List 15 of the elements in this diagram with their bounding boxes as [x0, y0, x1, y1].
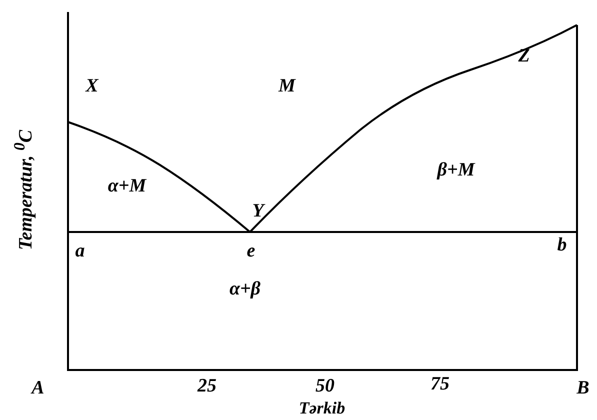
phase-region-label: M [278, 76, 296, 96]
curve-point-label: X [86, 76, 98, 96]
axis-tick-label: 50 [316, 376, 334, 396]
axis-end-label: B [576, 378, 590, 398]
axis-tick-label: 75 [430, 374, 450, 394]
axis-tick-label: 25 [198, 376, 216, 396]
axis-title: Tərkib [298, 400, 346, 416]
point-label: e [246, 242, 256, 260]
phase-region-label: α+M [108, 176, 146, 196]
phase-region-label: α+β [229, 280, 261, 298]
point-label: b [557, 236, 567, 254]
axis-end-label: A [32, 378, 44, 398]
point-label: a [75, 242, 85, 260]
phase-region-label: β+M [437, 160, 475, 180]
point-label: Y [252, 202, 264, 220]
